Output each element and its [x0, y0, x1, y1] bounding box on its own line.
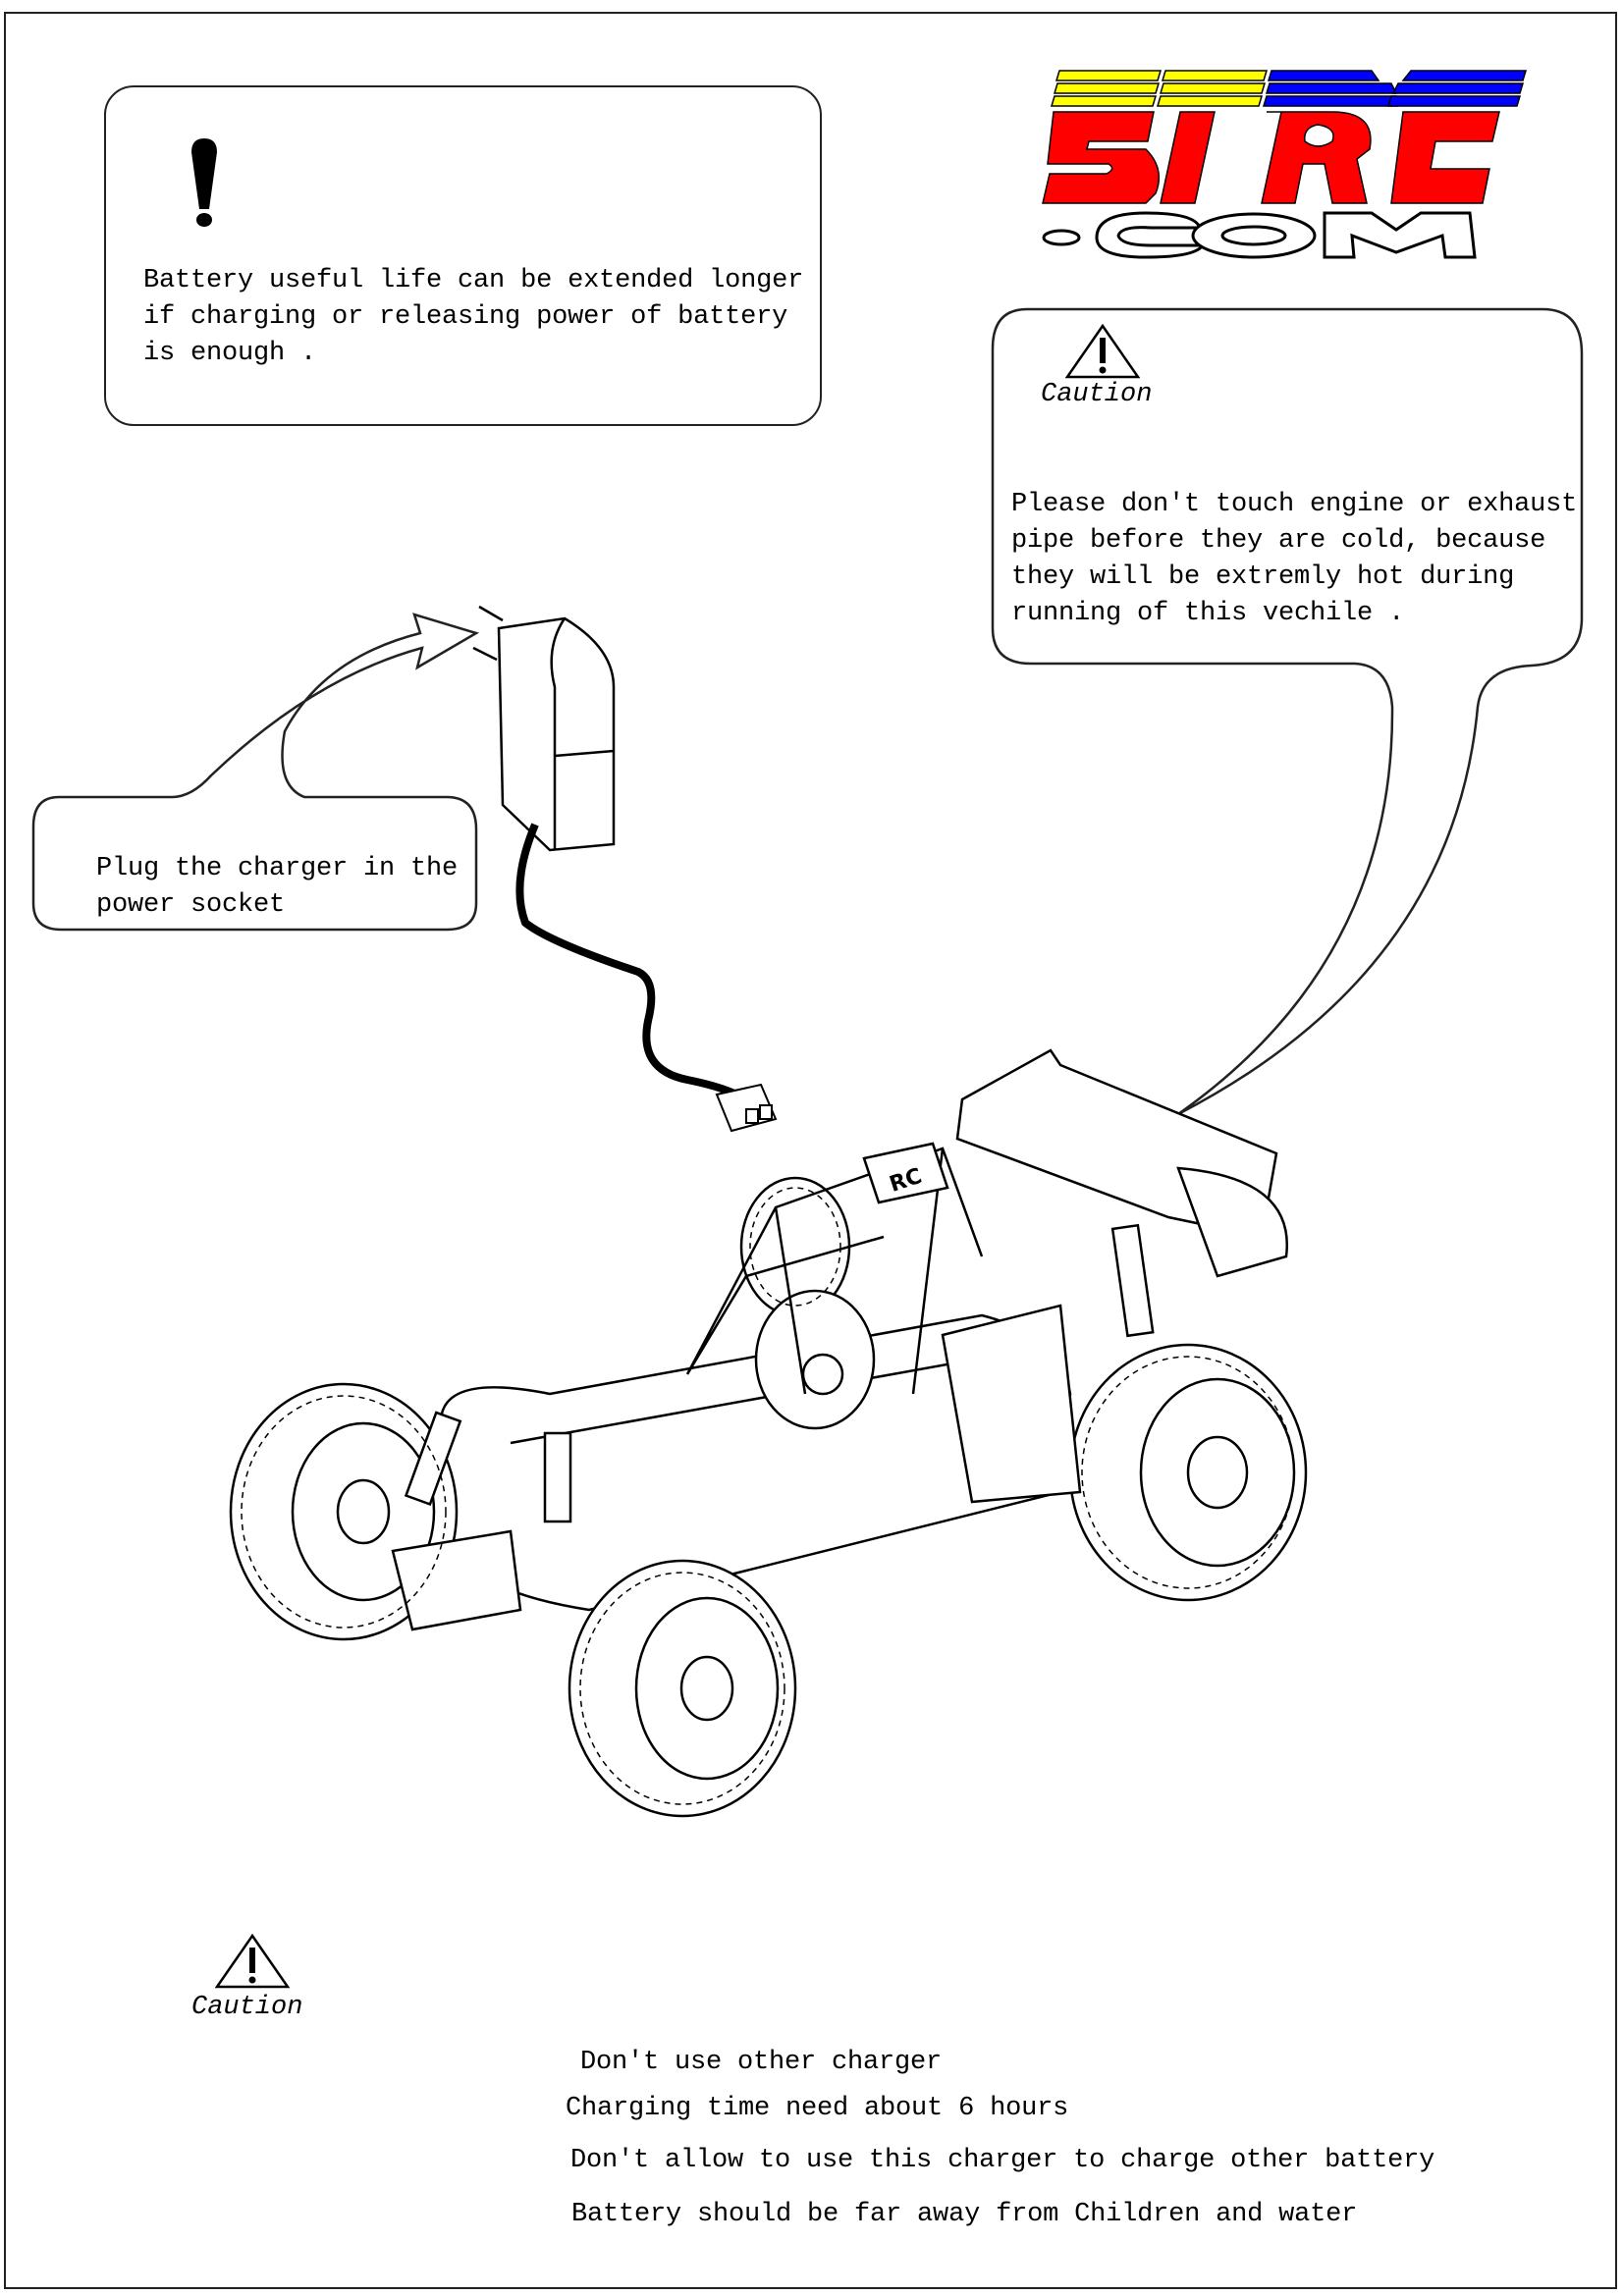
plug-note-line: power socket: [96, 890, 286, 920]
battery-note-box: [104, 85, 822, 426]
warning-triangle-icon: [1064, 323, 1141, 379]
warning-triangle-icon: [214, 1933, 291, 1989]
charger-caution-item: Battery should be far away from Children…: [571, 2200, 1358, 2229]
caution-label: Caution: [1041, 380, 1153, 409]
page-frame: [4, 12, 1617, 2289]
charger-caution-item: Don't use other charger: [580, 2048, 943, 2077]
battery-note-line: if charging or releasing power of batter…: [143, 302, 788, 332]
battery-note-line: Battery useful life can be extended long…: [143, 266, 804, 295]
rc-buggy-illustration: RC: [229, 1048, 1308, 1818]
charger-caution-item: Don't allow to use this charger to charg…: [570, 2146, 1435, 2175]
plug-note-line: Plug the charger in the: [96, 854, 459, 883]
engine-caution-line: pipe before they are cold, because: [1011, 526, 1546, 556]
charger-illustration: [472, 605, 778, 1133]
engine-caution-line: Please don't touch engine or exhaust: [1011, 490, 1578, 519]
brand-logo: [1042, 70, 1528, 259]
engine-caution-line: running of this vechile .: [1011, 599, 1405, 628]
engine-caution-line: they will be extremly hot during: [1011, 562, 1515, 592]
caution-label: Caution: [191, 1993, 303, 2022]
engine-caution-callout: [991, 307, 1584, 1116]
plug-note-text: Plug the charger in the power socket: [96, 851, 458, 924]
battery-note-text: Battery useful life can be extended long…: [143, 263, 803, 372]
exclamation-icon: [191, 138, 217, 227]
engine-caution-text: Please don't touch engine or exhaust pipe…: [1011, 487, 1577, 632]
plug-callout: [31, 613, 480, 932]
charger-caution-item: Charging time need about 6 hours: [566, 2094, 1069, 2123]
battery-note-line: is enough .: [143, 339, 317, 368]
